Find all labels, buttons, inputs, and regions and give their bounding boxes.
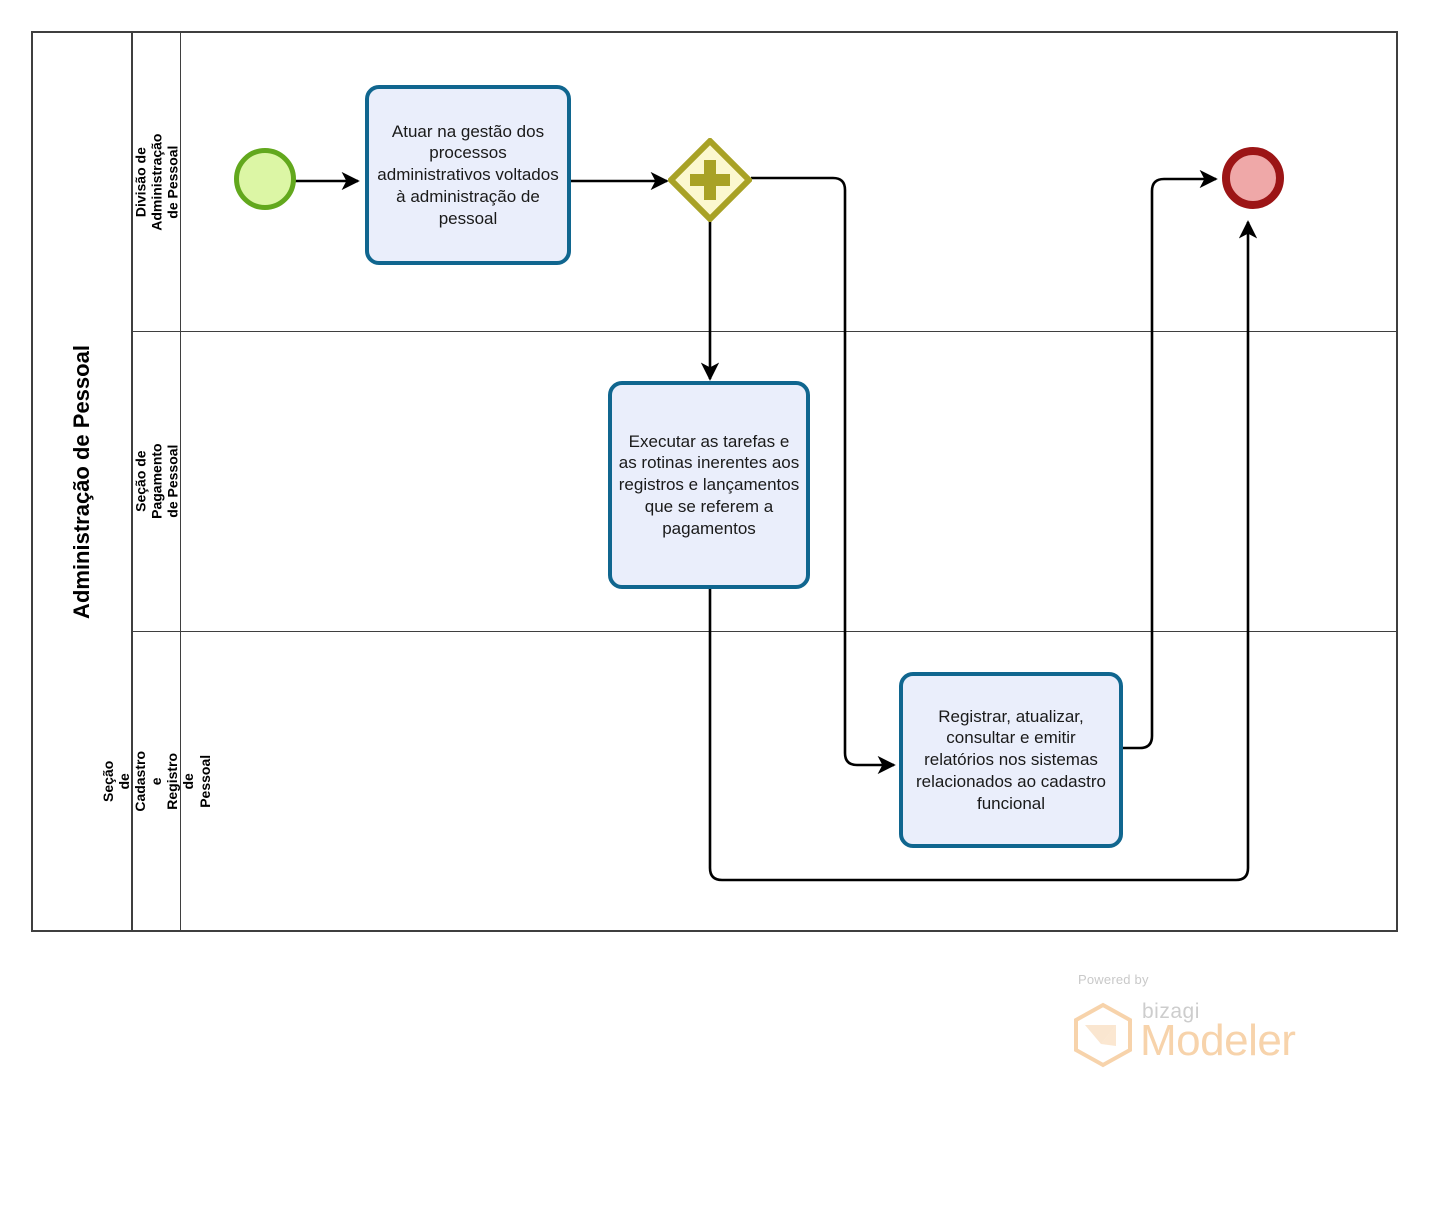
bizagi-branding: Powered by bizagi Modeler (1070, 972, 1340, 1068)
lane-secao-de-cadastro-e-registro-de-pessoal[interactable]: Seção de Cadastro e Registro de Pessoal (100, 632, 1398, 930)
end-event[interactable] (1222, 147, 1284, 209)
lane-label-divisao: Divisão de Administração de Pessoal (132, 133, 181, 231)
bizagi-hexagon-logo (1074, 1002, 1132, 1068)
parallel-gateway[interactable] (666, 136, 754, 224)
start-event[interactable] (234, 148, 296, 210)
task-gestao-processos-label: Atuar na gestão dos processos administra… (377, 121, 559, 228)
task-cadastro-funcional[interactable]: Registrar, atualizar, consultar e emitir… (899, 672, 1123, 848)
lane-label-pagamento: Seção de Pagamento de Pessoal (132, 443, 181, 520)
lane-header-divisao: Divisão de Administração de Pessoal (132, 33, 181, 331)
task-pagamentos[interactable]: Executar as tarefas e as rotinas inerent… (608, 381, 810, 589)
modeler-wordmark: Modeler (1140, 1016, 1296, 1065)
bizagi-wordmark: bizagi (1142, 1000, 1200, 1023)
lane-label-cadastro: Seção de Cadastro e Registro de Pessoal (100, 750, 213, 812)
task-gestao-processos[interactable]: Atuar na gestão dos processos administra… (365, 85, 571, 265)
lane-divisao-de-administracao-de-pessoal[interactable]: Divisão de Administração de Pessoal (132, 33, 1398, 332)
pool-title: Administração de Pessoal (69, 344, 95, 619)
lane-header-pagamento: Seção de Pagamento de Pessoal (132, 332, 181, 631)
plus-icon (690, 160, 730, 200)
task-cadastro-funcional-label: Registrar, atualizar, consultar e emitir… (916, 706, 1106, 813)
lane-header-cadastro: Seção de Cadastro e Registro de Pessoal (100, 632, 213, 930)
task-pagamentos-label: Executar as tarefas e as rotinas inerent… (618, 431, 800, 538)
powered-by-label: Powered by (1078, 972, 1149, 987)
pool-title-header: Administração de Pessoal (33, 33, 133, 930)
